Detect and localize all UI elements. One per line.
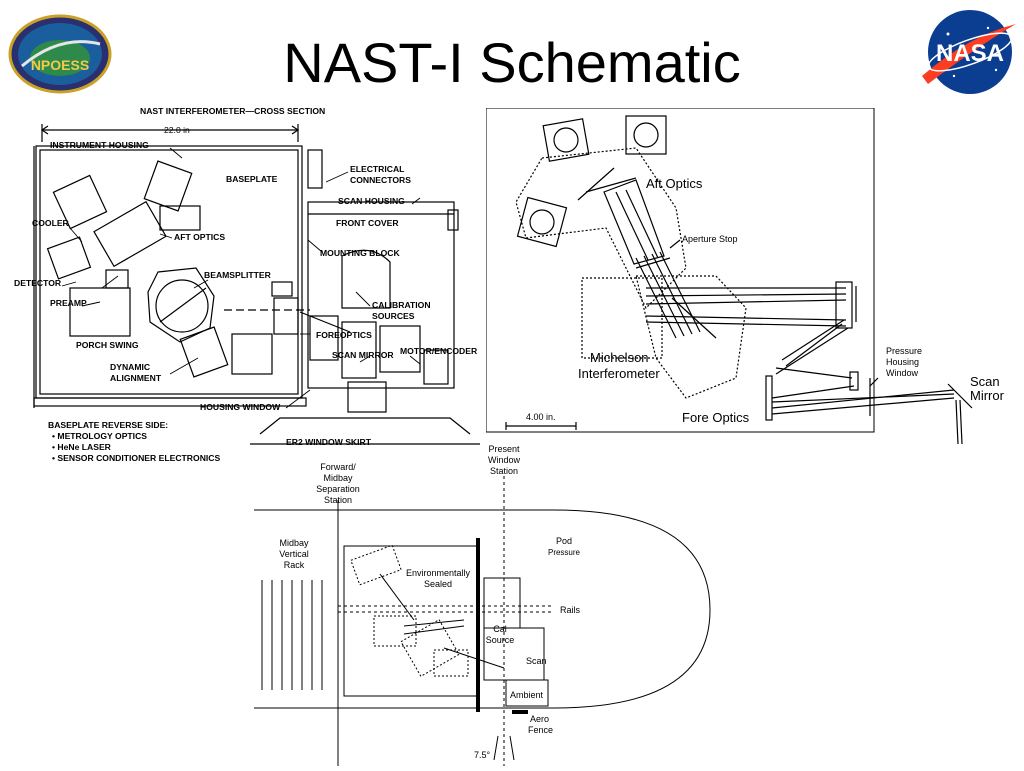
- label-front-cover: FRONT COVER: [336, 218, 399, 228]
- label-fore-optics: Fore Optics: [682, 410, 750, 425]
- label-aero-1: Aero: [530, 714, 549, 724]
- label-scan-pod: Scan: [526, 656, 547, 666]
- label-michelson-1: Michelson: [590, 350, 649, 365]
- label-pod-2: Pressure: [548, 548, 581, 557]
- label-cal-2: Source: [486, 635, 515, 645]
- label-pod-1: Pod: [556, 536, 572, 546]
- nasa-logo-text: NASA: [936, 40, 1004, 67]
- label-detector: DETECTOR: [14, 278, 62, 288]
- reverse-side-item-3: • SENSOR CONDITIONER ELECTRONICS: [52, 453, 220, 463]
- label-calibration-2: SOURCES: [372, 311, 415, 321]
- label-window-skirt: ER2 WINDOW SKIRT: [286, 437, 372, 447]
- optics-diagram: Aft Optics Aperture Stop Michelson Inter…: [485, 107, 1016, 448]
- label-forward-4: Station: [324, 495, 352, 505]
- label-pressure-1: Pressure: [886, 346, 922, 356]
- label-scale: 4.00 in.: [526, 412, 556, 422]
- reverse-side-title: BASEPLATE REVERSE SIDE:: [48, 420, 168, 430]
- label-foreoptics: FOREOPTICS: [316, 330, 372, 340]
- width-label: 22.0 in: [164, 125, 190, 135]
- label-cal-1: Cal: [493, 624, 507, 634]
- label-present-1: Present: [488, 444, 520, 454]
- label-electrical-2: CONNECTORS: [350, 175, 411, 185]
- label-porch-swing: PORCH SWING: [76, 340, 139, 350]
- label-forward-3: Separation: [316, 484, 360, 494]
- label-forward-2: Midbay: [323, 473, 353, 483]
- label-aft-optics-2: Aft Optics: [646, 176, 703, 191]
- label-midbay-3: Rack: [284, 560, 305, 570]
- label-aperture-stop: Aperture Stop: [682, 234, 738, 244]
- cross-section-diagram: NAST INTERFEROMETER—CROSS SECTION 22.0 i…: [10, 102, 480, 464]
- label-aero-2: Fence: [528, 725, 553, 735]
- label-env-2: Sealed: [424, 579, 452, 589]
- label-pressure-2: Housing: [886, 357, 919, 367]
- label-dynamic-1: DYNAMIC: [110, 362, 150, 372]
- label-angle: 7.5°: [474, 750, 491, 760]
- reverse-side-item-1: • METROLOGY OPTICS: [52, 431, 147, 441]
- label-present-2: Window: [488, 455, 521, 465]
- reverse-side-item-2: • HeNe LASER: [52, 442, 112, 452]
- slide-title: NAST-I Schematic: [283, 31, 741, 94]
- label-midbay-2: Vertical: [279, 549, 309, 559]
- nasa-logo: NASA: [918, 6, 1018, 96]
- label-forward-1: Forward/: [320, 462, 356, 472]
- npoess-logo-text: NPOESS: [31, 57, 89, 73]
- label-scan-2: Mirror: [970, 388, 1005, 403]
- label-housing-window: HOUSING WINDOW: [200, 402, 281, 412]
- npoess-logo: NPOESS: [8, 14, 112, 94]
- label-scan-mirror: SCAN MIRROR: [332, 350, 394, 360]
- label-michelson-2: Interferometer: [578, 366, 660, 381]
- label-rails: Rails: [560, 605, 581, 615]
- label-baseplate: BASEPLATE: [226, 174, 278, 184]
- label-beamsplitter: BEAMSPLITTER: [204, 270, 272, 280]
- label-scan-1: Scan: [970, 374, 1000, 389]
- label-instrument-housing: INSTRUMENT HOUSING: [50, 140, 149, 150]
- label-motor-encoder: MOTOR/ENCODER: [400, 346, 478, 356]
- label-preamp: PREAMP: [50, 298, 87, 308]
- label-ambient: Ambient: [510, 690, 544, 700]
- label-pressure-3: Window: [886, 368, 919, 378]
- label-scan-housing: SCAN HOUSING: [338, 196, 405, 206]
- pod-diagram: Present Window Station Forward/ Midbay S…: [254, 440, 714, 766]
- label-dynamic-2: ALIGNMENT: [110, 373, 162, 383]
- cross-section-title: NAST INTERFEROMETER—CROSS SECTION: [140, 106, 325, 116]
- label-electrical-1: ELECTRICAL: [350, 164, 404, 174]
- label-aft-optics: AFT OPTICS: [174, 232, 225, 242]
- label-mounting-block: MOUNTING BLOCK: [320, 248, 401, 258]
- label-midbay-1: Midbay: [279, 538, 309, 548]
- label-present-3: Station: [490, 466, 518, 476]
- label-calibration-1: CALIBRATION: [372, 300, 431, 310]
- label-cooler: COOLER: [32, 218, 70, 228]
- label-env-1: Environmentally: [406, 568, 471, 578]
